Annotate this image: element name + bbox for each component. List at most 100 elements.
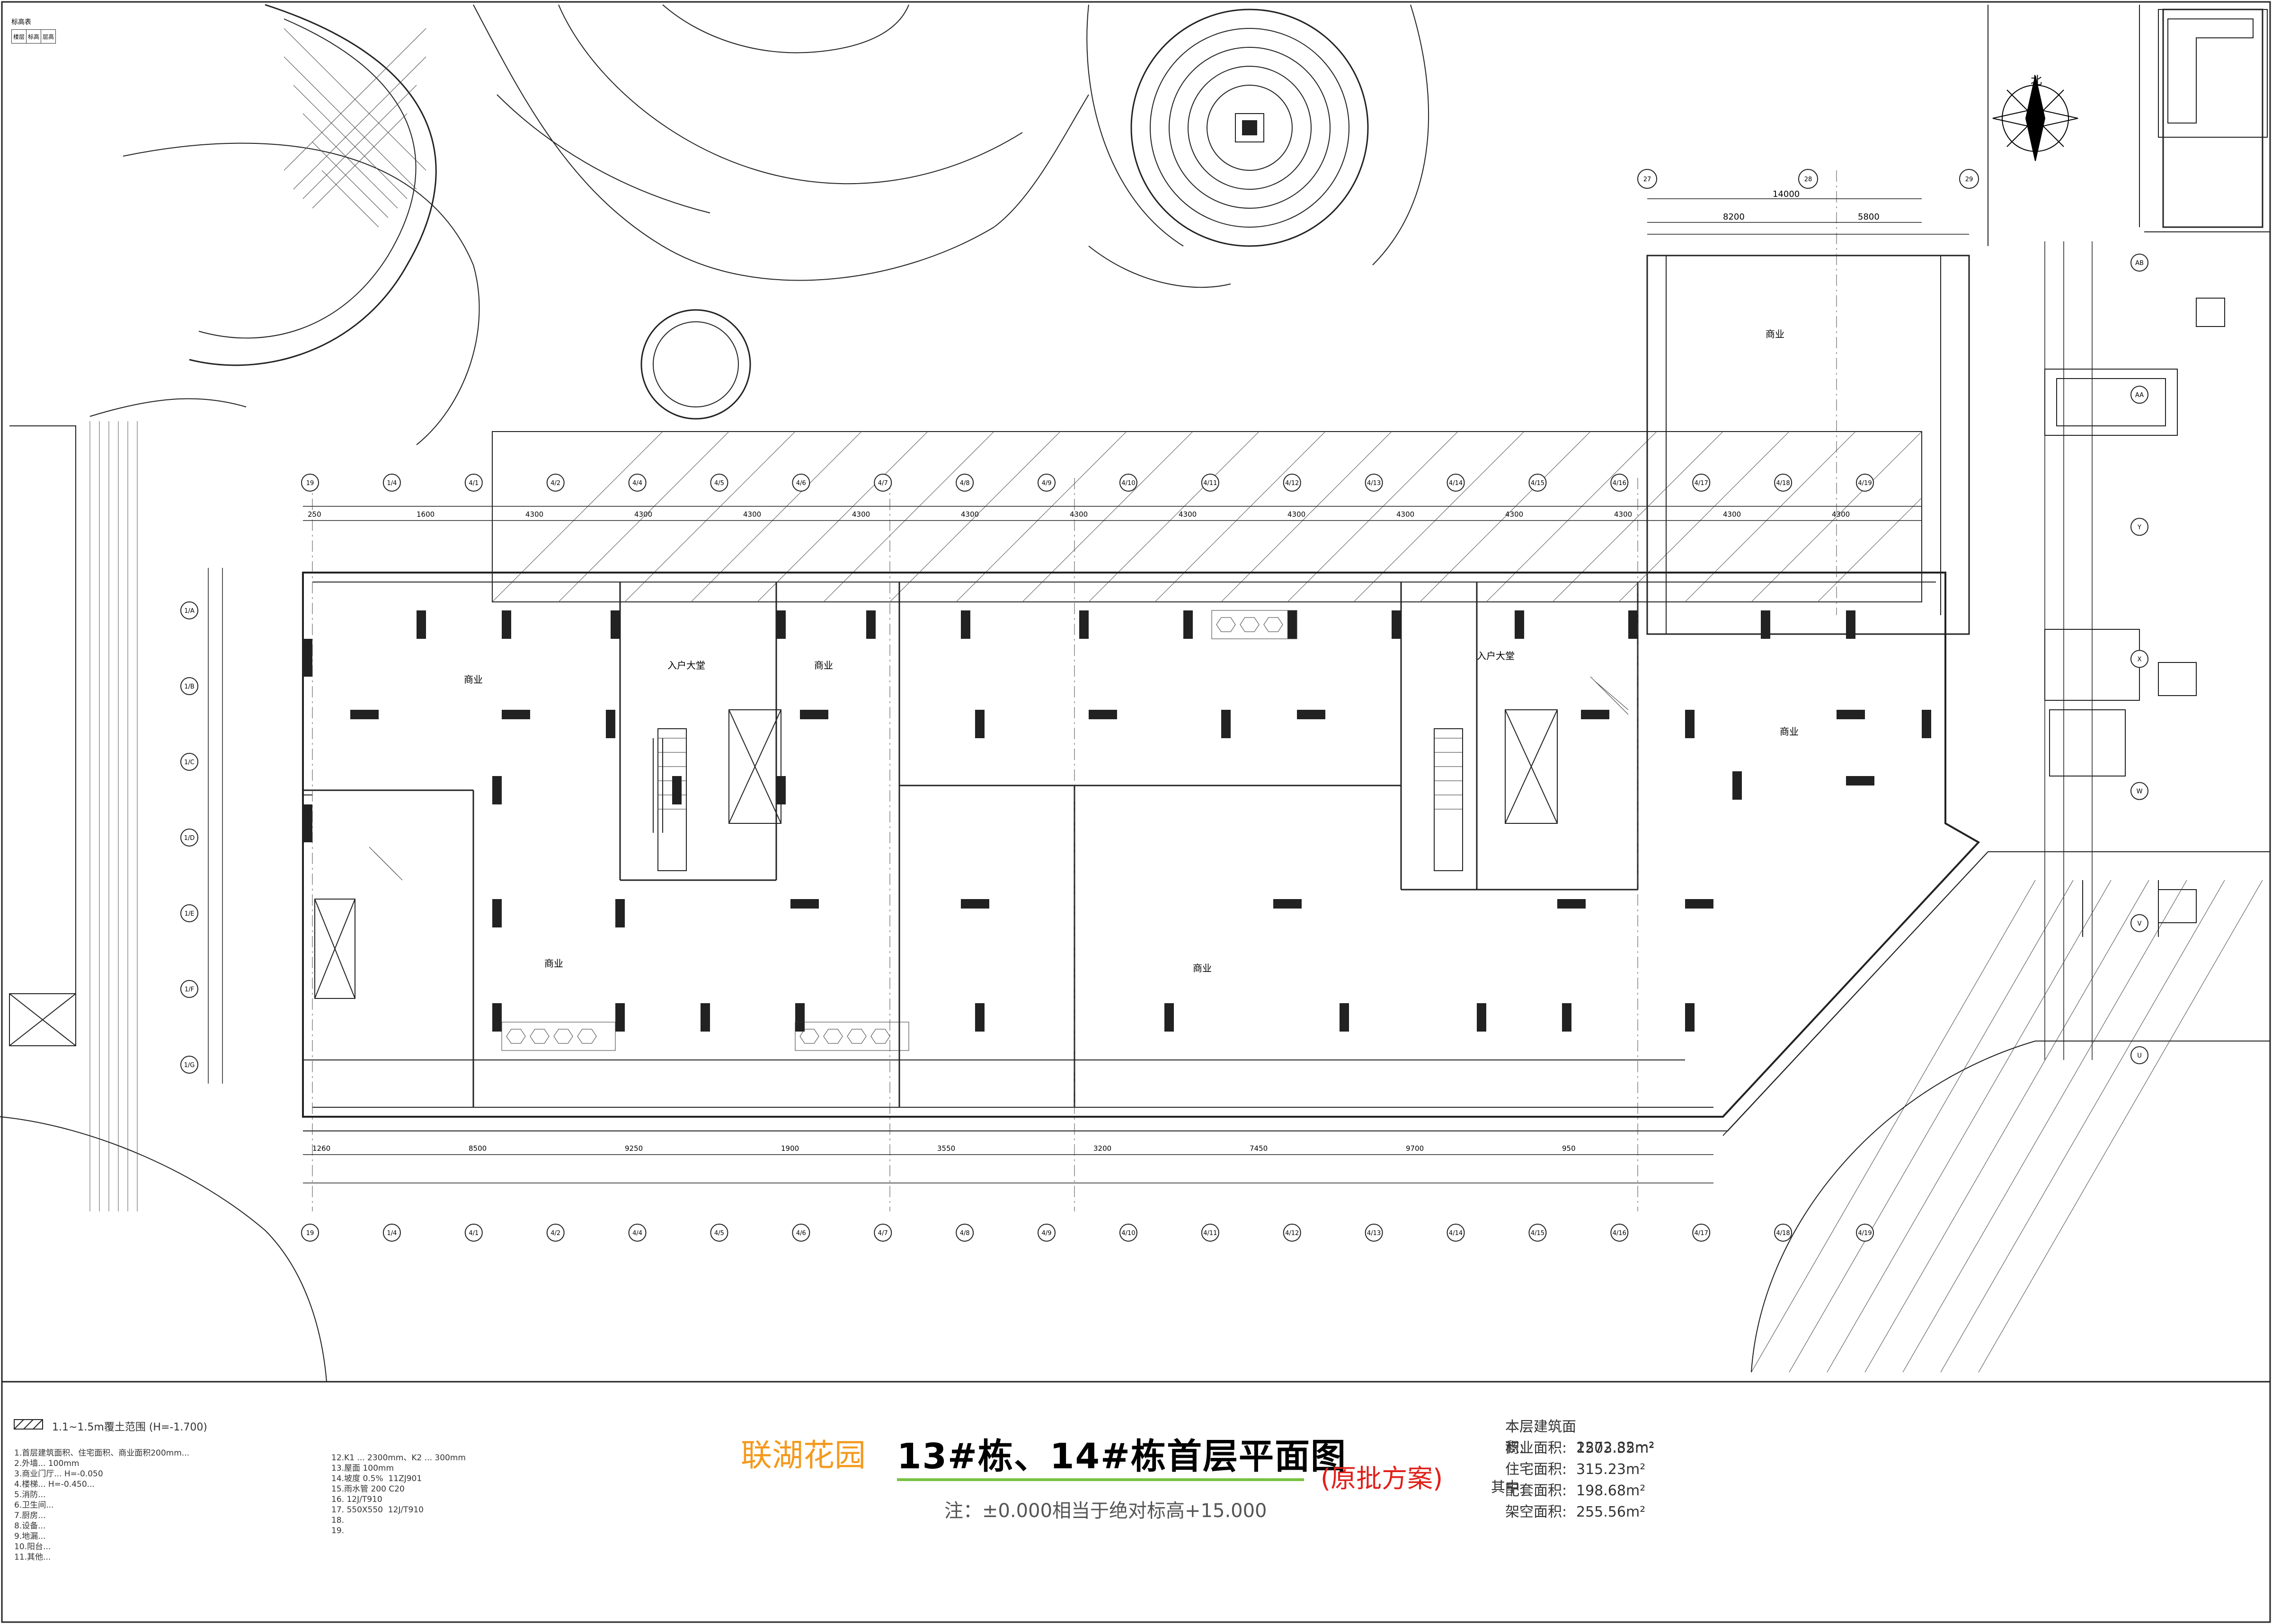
grid-axis-bubble xyxy=(1692,1224,1711,1242)
grid-axis-label: 4/5 xyxy=(714,1230,724,1237)
grid-axis-label: 4/10 xyxy=(1121,1230,1135,1237)
grid-axis-bubble xyxy=(1283,1224,1301,1242)
grid-axis-bubble xyxy=(1365,1224,1383,1242)
grid-axis-bubble xyxy=(1856,1224,1874,1242)
grid-axis-bubble xyxy=(301,474,319,492)
dimension-text: 4300 xyxy=(1287,510,1306,519)
dimension-text: 1900 xyxy=(781,1144,799,1153)
area-label: 架空面积: xyxy=(1505,1504,1567,1520)
grid-axis-bubble xyxy=(792,1224,810,1242)
grid-axis-bubble xyxy=(874,474,892,492)
grid-axis-bubble xyxy=(180,1056,198,1074)
room-label: 商业 xyxy=(814,660,833,671)
grid-axis-label: 4/11 xyxy=(1203,480,1217,487)
grid-axis-bubble xyxy=(1637,169,1657,189)
grid-axis-label: 4/12 xyxy=(1285,480,1299,487)
area-open: 架空面积: 255.56m² xyxy=(1505,1500,1645,1521)
dimension-text: 9700 xyxy=(1406,1144,1424,1153)
grid-axis-bubble xyxy=(464,474,483,492)
dimension-text: 950 xyxy=(1562,1144,1576,1153)
grid-axis-bubble xyxy=(301,1224,319,1242)
grid-axis-bubble xyxy=(1774,1224,1793,1242)
grid-axis-label: 1/C xyxy=(184,759,195,766)
dimension-text: 4300 xyxy=(1832,510,1850,519)
grid-axis-bubble xyxy=(1447,474,1465,492)
dimension-text: 4300 xyxy=(1179,510,1197,519)
grid-axis-bubble xyxy=(546,474,565,492)
grid-axis-label: 29 xyxy=(1965,176,1973,183)
grid-axis-bubble xyxy=(1365,474,1383,492)
grid-axis-label: 4/16 xyxy=(1613,480,1626,487)
grid-axis-bubble xyxy=(180,677,198,695)
grid-axis-bubble xyxy=(1610,474,1629,492)
room-label: 商业 xyxy=(464,674,483,685)
dimension-text: 250 xyxy=(308,510,321,519)
dimension-text: 3550 xyxy=(937,1144,956,1153)
dimension-text: 1260 xyxy=(312,1144,331,1153)
grid-axis-bubble xyxy=(2130,914,2148,932)
grid-axis-bubble xyxy=(710,474,728,492)
area-label: 本层建筑面积: xyxy=(1505,1419,1576,1456)
grid-axis-label: 1/B xyxy=(184,683,195,690)
grid-axis-bubble xyxy=(382,474,401,492)
grid-axis-bubble xyxy=(628,1224,647,1242)
grid-axis-label: 28 xyxy=(1804,176,1812,183)
grid-axis-bubble xyxy=(1856,474,1874,492)
grid-axis-bubble xyxy=(1692,474,1711,492)
grid-axis-bubble xyxy=(382,1224,401,1242)
drawing-note: 注：±0.000相当于绝对标高+15.000 xyxy=(944,1500,1267,1522)
grid-axis-bubble xyxy=(2130,518,2148,536)
room-label: 商业 xyxy=(544,958,563,969)
area-value: 1503.35m² xyxy=(1576,1440,1655,1456)
drawing-title: 13#栋、14#栋首层平面图 xyxy=(897,1436,1347,1477)
dim-top-total: 14000 xyxy=(1773,189,1800,199)
dimension-text: 3200 xyxy=(1093,1144,1112,1153)
grid-axis-label: 4/5 xyxy=(714,480,724,487)
grid-axis-label: 4/11 xyxy=(1203,1230,1217,1237)
grid-axis-label: 4/8 xyxy=(960,1230,970,1237)
area-summary-suffix: 其中 xyxy=(1491,1479,1519,1496)
grid-axis-label: AB xyxy=(2135,260,2144,267)
grid-axis-bubble xyxy=(2130,386,2148,404)
grid-axis-label: 4/15 xyxy=(1531,480,1544,487)
dimension-text: 4300 xyxy=(1723,510,1741,519)
grid-axis-label: 4/18 xyxy=(1776,480,1790,487)
grid-axis-bubble xyxy=(180,980,198,998)
area-label: 配套面积: xyxy=(1505,1483,1567,1499)
grid-axis-bubble xyxy=(1447,1224,1465,1242)
dimension-text: 4300 xyxy=(1396,510,1415,519)
grid-axis-bubble xyxy=(1201,474,1219,492)
project-name: 联湖花园 xyxy=(741,1437,866,1474)
dimension-text: 4300 xyxy=(743,510,762,519)
grid-axis-bubble xyxy=(1283,474,1301,492)
legend-hatch-label: 1.1~1.5m覆土范围 (H=-1.700) xyxy=(52,1421,207,1433)
room-label: 商业 xyxy=(1766,328,1784,340)
grid-axis-label: 4/18 xyxy=(1776,1230,1790,1237)
area-label: 住宅面积: xyxy=(1505,1461,1567,1478)
grid-axis-label: 19 xyxy=(306,480,314,487)
dimension-text: 4300 xyxy=(1070,510,1088,519)
area-value: 315.23m² xyxy=(1576,1461,1646,1478)
grid-axis-bubble xyxy=(710,1224,728,1242)
grid-axis-bubble xyxy=(1610,1224,1629,1242)
grid-axis-bubble xyxy=(2130,254,2148,272)
grid-axis-label: W xyxy=(2137,788,2143,795)
grid-axis-label: 4/6 xyxy=(796,1230,806,1237)
grid-axis-label: 4/1 xyxy=(469,480,479,487)
area-residential: 住宅面积: 315.23m² xyxy=(1505,1457,1645,1478)
grid-axis-bubble xyxy=(2130,650,2148,668)
grid-axis-label: 4/9 xyxy=(1042,1230,1052,1237)
dim-top-part: 8200 xyxy=(1723,212,1745,222)
grid-axis-bubble xyxy=(1119,474,1137,492)
grid-axis-bubble xyxy=(874,1224,892,1242)
grid-axis-label: 4/9 xyxy=(1042,480,1052,487)
grid-axis-label: 1/F xyxy=(185,986,194,993)
area-value: 2272.82m² xyxy=(1576,1439,1655,1456)
title-underline xyxy=(897,1478,1304,1481)
grid-axis-bubble xyxy=(1774,474,1793,492)
area-value: 255.56m² xyxy=(1576,1504,1646,1520)
grid-axis-bubble xyxy=(1038,474,1056,492)
grid-axis-label: X xyxy=(2138,656,2142,663)
grid-axis-bubble xyxy=(956,474,974,492)
grid-axis-label: V xyxy=(2138,920,2142,927)
